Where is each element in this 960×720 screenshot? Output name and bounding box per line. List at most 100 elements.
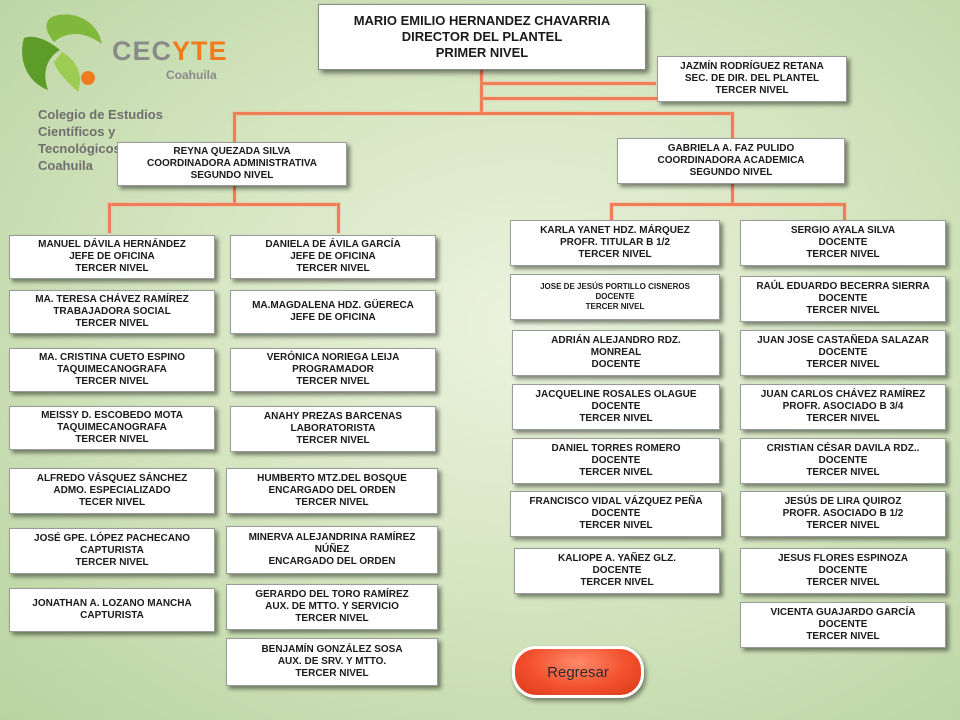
person-level: TERCER NIVEL — [806, 520, 880, 531]
logo-region: Coahuila — [166, 68, 217, 82]
person-role: AUX. DE SRV. Y MTTO. — [277, 656, 387, 667]
person-name: JONATHAN A. LOZANO MANCHA — [32, 598, 192, 609]
person-name: VERÓNICA NORIEGA LEIJA — [266, 352, 400, 363]
person-level: TECER NIVEL — [78, 497, 146, 508]
connector-line — [480, 70, 483, 114]
person-name: JOSE DE JESÚS PORTILLO CISNEROS — [540, 282, 690, 291]
person-role: MONREAL — [590, 347, 642, 358]
person-level: TERCER NIVEL — [585, 302, 645, 311]
person-level: SEGUNDO NIVEL — [190, 170, 274, 181]
person-role: CAPTURISTA — [80, 610, 144, 621]
person-level: TERCER NIVEL — [806, 631, 880, 642]
person-name: JUAN JOSE CASTAÑEDA SALAZAR — [757, 335, 929, 346]
person-name: HUMBERTO MTZ.DEL BOSQUE — [257, 473, 407, 484]
person-role: COORDINADORA ACADEMICA — [657, 155, 805, 166]
secretary-box: JAZMÍN RODRÍGUEZ RETANA SEC. DE DIR. DEL… — [657, 56, 847, 102]
person-level: TERCER NIVEL — [75, 434, 149, 445]
person-name: JESÚS DE LIRA QUIROZ — [784, 496, 902, 507]
person-level: TERCER NIVEL — [806, 577, 880, 588]
person-name: SERGIO AYALA SILVA — [790, 225, 896, 236]
person-name: DANIEL TORRES ROMERO — [551, 443, 681, 454]
leaf-logo-icon — [22, 14, 102, 92]
person-name: FRANCISCO VIDAL VÁZQUEZ PEÑA — [529, 496, 703, 507]
connector-line — [108, 203, 111, 233]
admin-coordinator-box: REYNA QUEZADA SILVA COORDINADORA ADMINIS… — [117, 142, 347, 186]
person-role: DOCENTE — [595, 292, 635, 301]
person-name: CRISTIAN CÉSAR DAVILA RDZ.. — [766, 443, 920, 454]
person-role: DIRECTOR DEL PLANTEL — [401, 29, 563, 44]
person-role: DOCENTE — [591, 508, 641, 519]
cecyte-logo: CECYTE Coahuila Colegio de Estudios Cien… — [14, 8, 227, 173]
person-name: ANAHY PREZAS BARCENAS — [263, 411, 403, 422]
person-name: MA.MAGDALENA HDZ. GÜERECA — [252, 300, 414, 311]
person-level: TERCER NIVEL — [579, 413, 653, 424]
back-button[interactable]: Regresar — [512, 646, 644, 698]
person-name: JAZMÍN RODRÍGUEZ RETANA — [680, 61, 824, 72]
person-level: TERCER NIVEL — [579, 520, 653, 531]
person-role: JEFE DE OFICINA — [290, 251, 376, 262]
person-role: DOCENTE — [592, 565, 642, 576]
person-name: MANUEL DÁVILA HERNÁNDEZ — [38, 239, 186, 250]
person-name: KALIOPE A. YAÑEZ GLZ. — [558, 553, 676, 564]
person-level: TERCER NIVEL — [578, 249, 652, 260]
connector-line — [233, 186, 236, 204]
person-role: JEFE DE OFICINA — [290, 312, 376, 323]
connector-line — [610, 203, 846, 206]
person-role: DOCENTE — [818, 565, 868, 576]
person-role: COORDINADORA ADMINISTRATIVA — [147, 158, 317, 169]
person-role: NÚÑEZ — [314, 544, 350, 555]
person-role: DOCENTE — [591, 455, 641, 466]
connector-line — [610, 203, 613, 220]
person-name: JOSÉ GPE. LÓPEZ PACHECANO — [34, 533, 190, 544]
person-role: LABORATORISTA — [290, 423, 376, 434]
person-level: TERCER NIVEL — [296, 376, 370, 387]
connector-line — [337, 203, 340, 233]
person-name: ALFREDO VÁSQUEZ SÁNCHEZ — [36, 473, 188, 484]
person-level: TERCER NIVEL — [715, 85, 789, 96]
person-name: RAÚL EDUARDO BECERRA SIERRA — [756, 281, 930, 292]
person-role: PROFR. TITULAR B 1/2 — [559, 237, 670, 248]
person-name: KARLA YANET HDZ. MÁRQUEZ — [540, 225, 690, 236]
connector-line — [108, 203, 340, 206]
person-name: DANIELA DE ÁVILA GARCÍA — [265, 239, 401, 250]
person-name: MARIO EMILIO HERNANDEZ CHAVARRIA — [353, 13, 611, 28]
person-name: REYNA QUEZADA SILVA — [173, 146, 291, 157]
person-level: TERCER NIVEL — [75, 263, 149, 274]
person-level: TERCER NIVEL — [75, 318, 149, 329]
logo-brand: CECYTE — [112, 36, 228, 66]
person-name: VICENTA GUAJARDO GARCÍA — [770, 607, 916, 618]
person-level: TERCER NIVEL — [296, 263, 370, 274]
person-role: SEC. DE DIR. DEL PLANTEL — [684, 73, 820, 84]
person-role: PROGRAMADOR — [292, 364, 374, 375]
connector-line — [482, 82, 656, 85]
person-name: MEISSY D. ESCOBEDO MOTA — [41, 410, 183, 421]
person-name: JACQUELINE ROSALES OLAGUE — [535, 389, 697, 400]
person-name: JUAN CARLOS CHÁVEZ RAMÍREZ — [760, 389, 926, 400]
person-role: DOCENTE — [818, 455, 868, 466]
person-name: JESUS FLORES ESPINOZA — [777, 553, 909, 564]
person-name: BENJAMÍN GONZÁLEZ SOSA — [261, 644, 403, 655]
